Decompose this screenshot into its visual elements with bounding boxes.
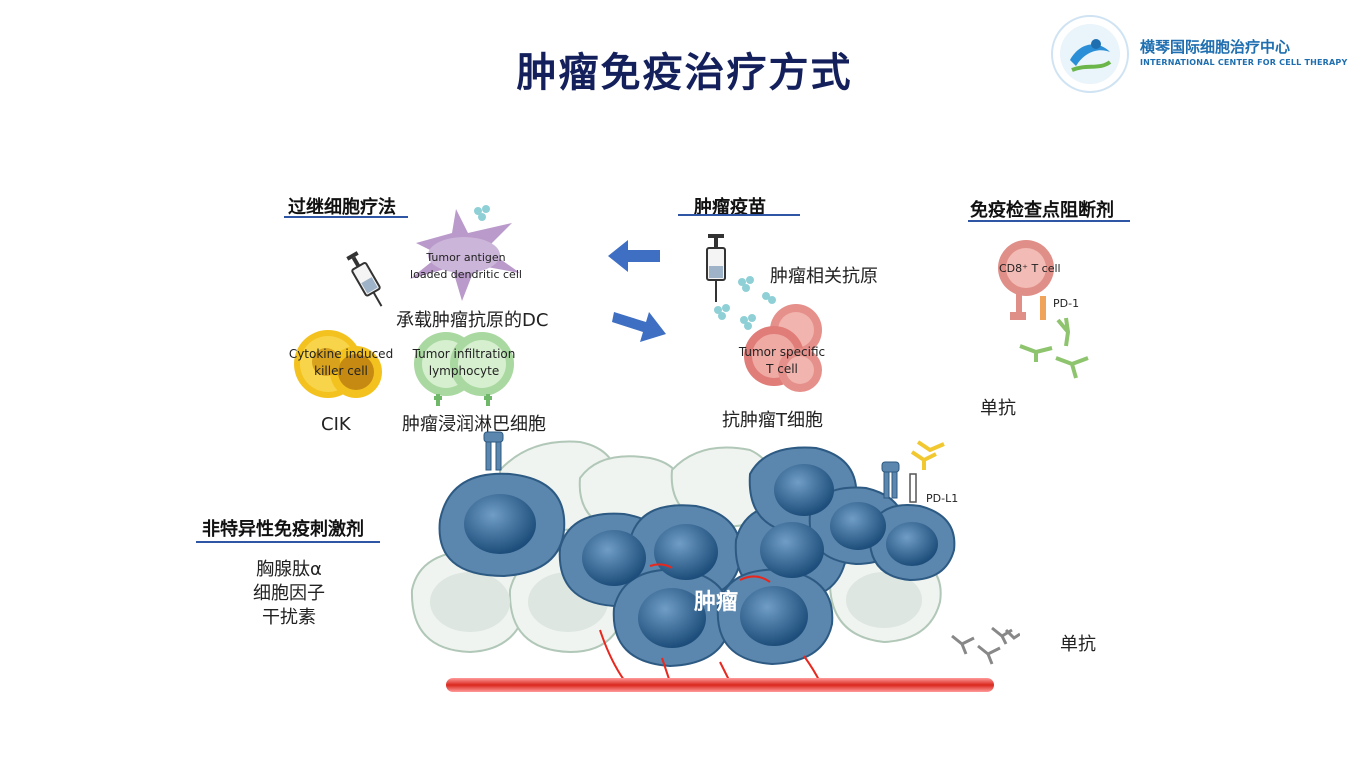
til-cell-icon xyxy=(414,332,514,406)
nonspecific-underline xyxy=(196,541,380,543)
tumor-mass-illustration xyxy=(410,431,1020,692)
checkpoint-heading: 免疫检查点阻断剂 xyxy=(970,200,1114,221)
list-item: 细胞因子 xyxy=(253,583,325,604)
adoptive-underline xyxy=(284,216,408,218)
logo-name-en: INTERNATIONAL CENTER FOR CELL THERAPY xyxy=(1140,58,1348,67)
adoptive-heading: 过继细胞疗法 xyxy=(288,197,396,218)
tcell-label: Tumor specific T cell xyxy=(738,345,826,376)
pd1-label: PD-1 xyxy=(1053,297,1080,310)
syringe-icon xyxy=(346,251,383,307)
tumor-specific-tcell-icon xyxy=(744,304,822,392)
page-title: 肿瘤免疫治疗方式 xyxy=(516,50,853,96)
vaccine-underline xyxy=(678,214,800,216)
antigen-caption: 肿瘤相关抗原 xyxy=(770,266,878,287)
nonspecific-heading: 非特异性免疫刺激剂 xyxy=(202,519,364,540)
pdl1-label: PD-L1 xyxy=(926,492,959,505)
checkpoint-antibody-caption: 单抗 xyxy=(980,398,1016,419)
cik-cell-icon xyxy=(294,330,382,398)
tcell-caption: 抗肿瘤T细胞 xyxy=(722,410,823,431)
list-item: 胸腺肽α xyxy=(256,559,322,580)
dc-cell-label: Tumor antigen loaded dendritic cell xyxy=(410,251,522,281)
vaccine-heading: 肿瘤疫苗 xyxy=(694,197,766,218)
nonspecific-list: 胸腺肽α 细胞因子 干扰素 xyxy=(228,558,350,630)
logo-name-cn: 横琴国际细胞治疗中心 xyxy=(1140,38,1291,56)
checkpoint-underline xyxy=(968,220,1130,222)
tumor-antibody-caption: 单抗 xyxy=(1060,634,1096,655)
cik-cell-label: Cytokine induced killer cell xyxy=(288,347,394,378)
antigen-particles-icon xyxy=(714,276,776,330)
syringe-icon xyxy=(706,234,726,302)
cd8-label: CD8⁺ T cell xyxy=(999,262,1061,275)
dendritic-cell-icon xyxy=(410,205,520,301)
cik-caption: CIK xyxy=(321,414,351,435)
cd8-tcell-icon xyxy=(998,240,1089,379)
hospital-logo xyxy=(1051,15,1129,93)
til-cell-label: Tumor infiltration lymphocyte xyxy=(412,347,516,378)
list-item: 干扰素 xyxy=(262,607,316,628)
arrow-right-icon xyxy=(612,312,666,342)
dc-caption: 承载肿瘤抗原的DC xyxy=(396,310,549,331)
tumor-label: 肿瘤 xyxy=(694,590,739,615)
til-caption: 肿瘤浸润淋巴细胞 xyxy=(402,414,546,435)
arrow-left-icon xyxy=(608,240,660,272)
